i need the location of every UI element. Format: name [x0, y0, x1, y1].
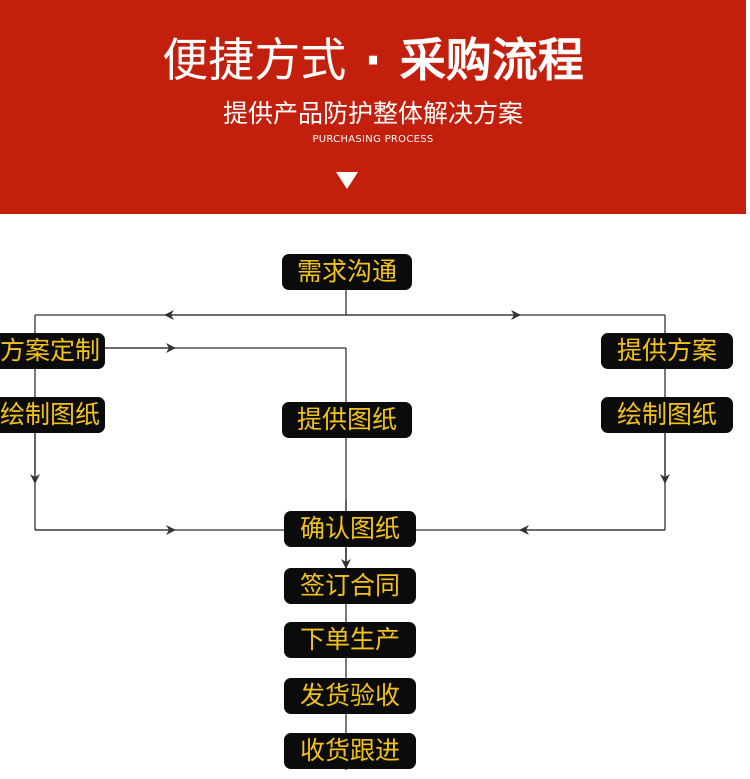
- title-dot: ·: [364, 33, 382, 87]
- node-step-3: 发货验收: [284, 678, 416, 714]
- header-banner: 便捷方式 · 采购流程 提供产品防护整体解决方案 PURCHASING PROCES…: [0, 0, 746, 214]
- node-left-1: 方案定制: [0, 333, 105, 369]
- node-start: 需求沟通: [282, 254, 412, 290]
- node-center: 提供图纸: [282, 402, 412, 438]
- title-light: 便捷方式: [162, 33, 347, 87]
- node-right-2: 绘制图纸: [601, 397, 733, 433]
- node-confirm: 确认图纸: [284, 511, 416, 547]
- node-step-1: 签订合同: [284, 568, 416, 604]
- page-subtitle: 提供产品防护整体解决方案: [222, 99, 523, 128]
- page-title: 便捷方式 · 采购流程: [0, 30, 746, 90]
- title-bold: 采购流程: [399, 33, 584, 87]
- node-step-2: 下单生产: [284, 622, 416, 658]
- triangle-down-icon: [336, 172, 358, 189]
- node-left-2: 绘制图纸: [0, 397, 105, 433]
- node-step-4: 收货跟进: [284, 733, 416, 769]
- node-right-1: 提供方案: [601, 333, 733, 369]
- page-subtitle-en: PURCHASING PROCESS: [312, 134, 434, 145]
